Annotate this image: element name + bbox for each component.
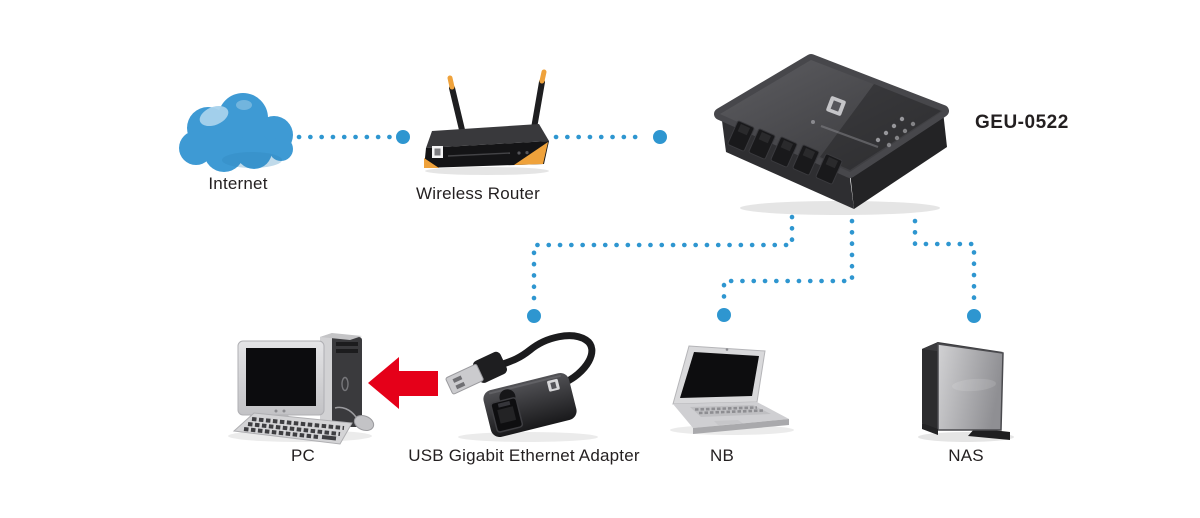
transfer-arrow	[368, 357, 438, 409]
connector-endpoint-dot	[653, 130, 667, 144]
nas-embossed-logo	[952, 378, 996, 392]
connector-switch-adapter	[527, 214, 795, 323]
nas-icon	[918, 342, 1014, 442]
notebook-icon	[670, 345, 794, 435]
connector-endpoint-dot	[396, 130, 410, 144]
label-switch-model: GEU-0522	[975, 112, 1069, 133]
connector-internet-router	[296, 130, 410, 144]
label-wireless-router: Wireless Router	[416, 184, 540, 203]
label-usb-adapter: USB Gigabit Ethernet Adapter	[408, 446, 640, 465]
label-internet: Internet	[208, 174, 268, 193]
adapter-cable	[499, 332, 596, 389]
connector-router-switch	[553, 130, 667, 144]
connector-endpoint-dot	[527, 309, 541, 323]
usb-plug	[445, 351, 507, 395]
usb-ethernet-adapter-icon	[445, 332, 598, 442]
desktop-pc-icon	[228, 333, 375, 445]
switch-ports	[727, 120, 843, 185]
connector-switch-nas	[912, 218, 981, 323]
ethernet-switch-icon	[714, 54, 949, 215]
connector-endpoint-dot	[717, 308, 731, 322]
connector-endpoint-dot	[967, 309, 981, 323]
label-pc: PC	[290, 446, 316, 465]
switch-leds	[875, 116, 916, 148]
label-nb: NB	[709, 446, 735, 465]
cloud-icon	[179, 93, 293, 172]
label-nas: NAS	[948, 446, 984, 465]
adapter-body	[483, 372, 577, 438]
connector-switch-nb	[717, 218, 855, 322]
wireless-router-icon	[424, 69, 549, 175]
switch-logo	[826, 96, 846, 116]
